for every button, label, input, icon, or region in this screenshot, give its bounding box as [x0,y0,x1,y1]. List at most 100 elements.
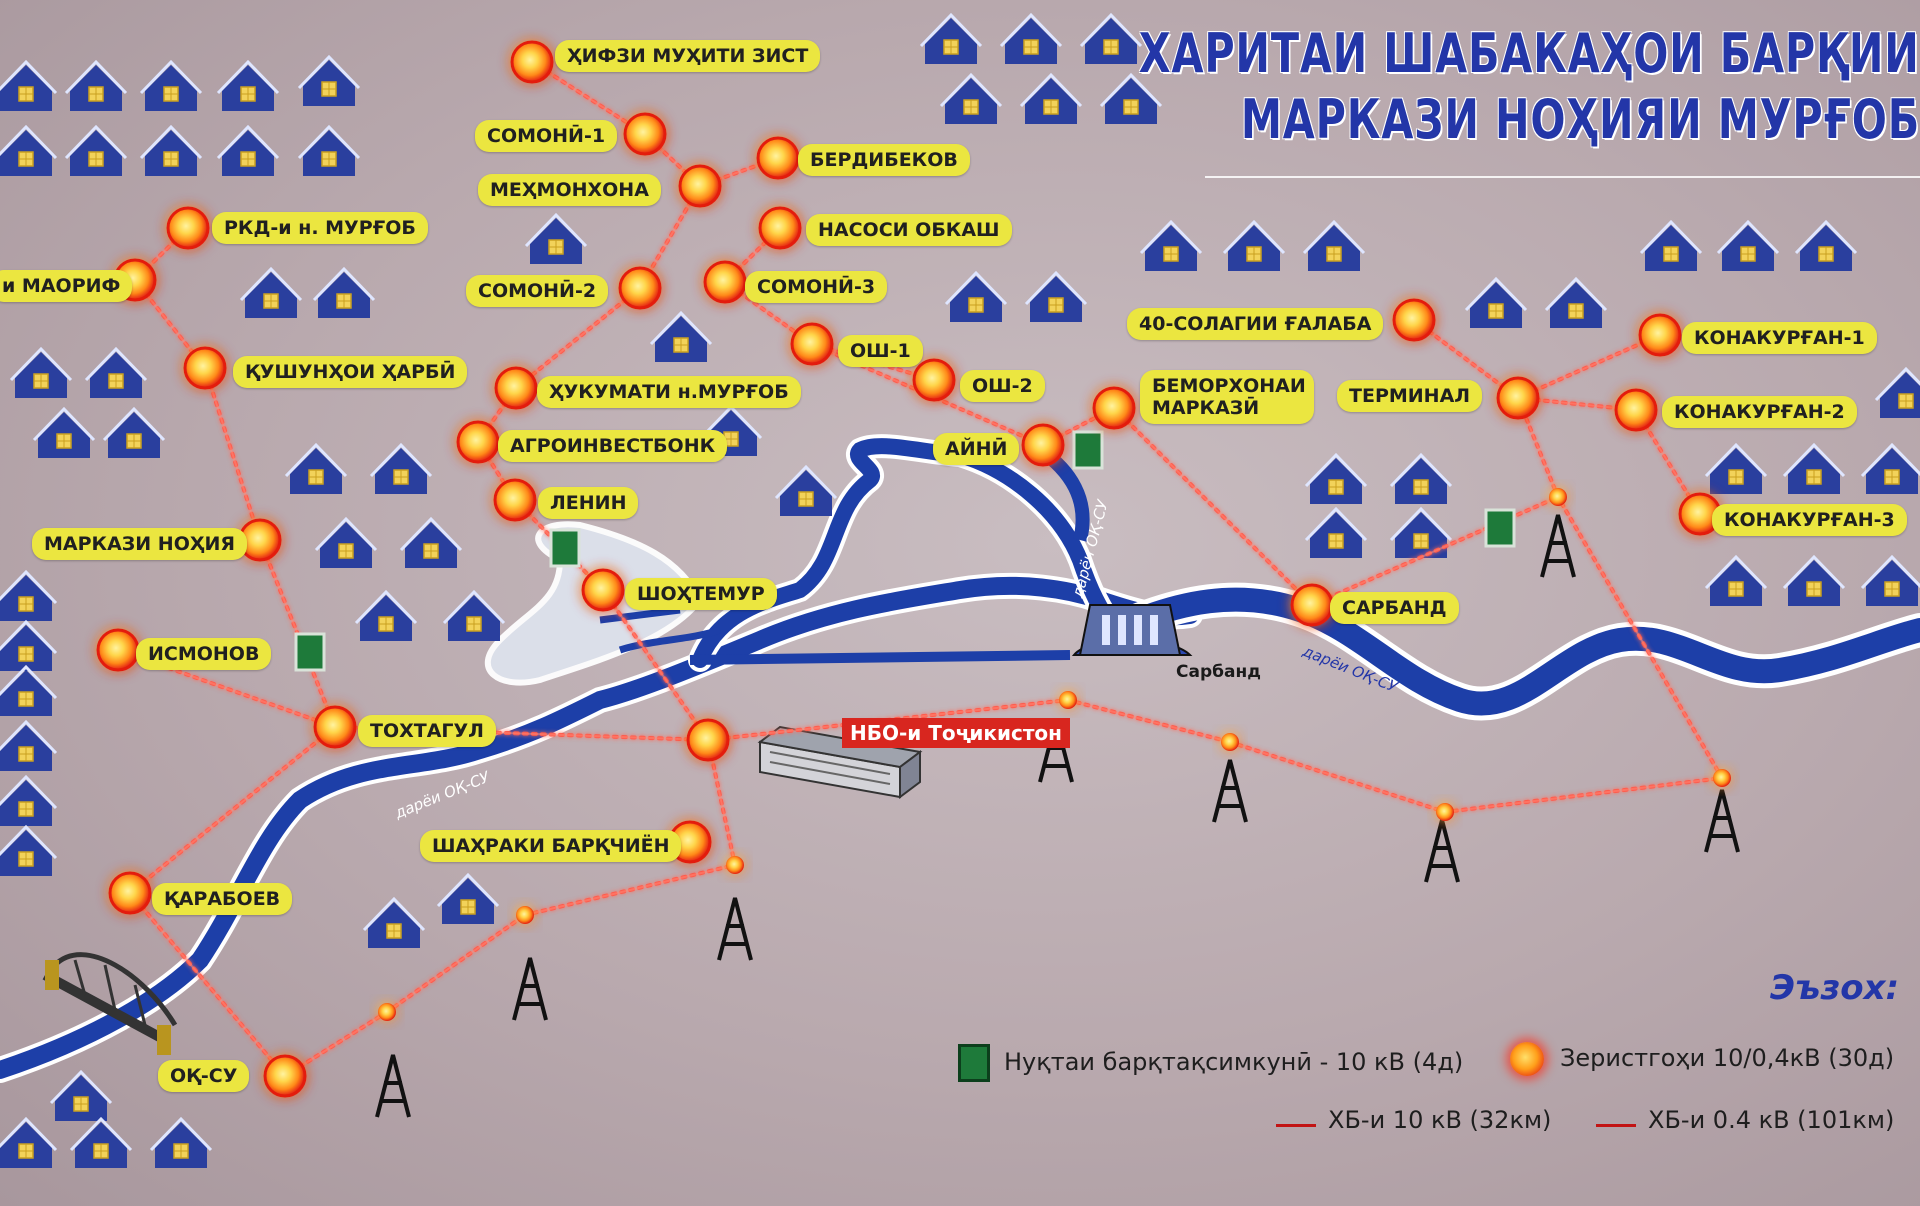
legend-line-04kv: ХБ-и 0.4 кВ (101км) [1648,1106,1895,1134]
label-qaraboev: ҚАРАБОЕВ [152,883,293,915]
house-icon [774,465,838,518]
transformer-node-kona1 [1638,313,1682,357]
house-icon [1024,271,1088,324]
house-icon [1464,277,1528,330]
house-icon [1782,443,1846,496]
house-icon [1794,220,1858,273]
house-icon [139,125,203,178]
legend-substation: Нуқтаи барқтақсимкунӣ - 10 кВ (4д) [1004,1048,1464,1076]
label-berdibekov: БЕРДИБЕКОВ [798,144,970,176]
transformer-node-qushun [183,346,227,390]
river-ok-su [0,434,1920,1083]
power-line-glow [515,287,641,389]
house-icon [0,825,58,878]
power-line-glow [1229,741,1446,813]
house-icon [0,620,58,673]
power-line-glow [204,367,261,541]
house-icon [1874,367,1920,420]
label-agro: АГРОИНВЕСТБОНК [498,430,728,462]
house-icon [297,125,361,178]
power-line-glow [1311,496,1559,606]
house-icon [239,267,303,320]
distribution-point-icon [294,632,326,672]
transformer-node-terminal [1496,376,1540,420]
house-icon [139,60,203,113]
house-icon [649,311,713,364]
label-hukumat: ҲУКУМАТИ н.МУРҒОБ [537,376,801,408]
house-icon [1860,443,1920,496]
house-icon [354,590,418,643]
house-icon [1389,507,1453,560]
transmission-tower-icon [717,896,753,962]
house-icon [944,271,1008,324]
house-icon [436,873,500,926]
transformer-node-osh1 [790,322,834,366]
transmission-tower-icon [1704,788,1740,854]
house-icon [1304,507,1368,560]
house-icon [0,1117,58,1170]
label-sarband-node: САРБАНД [1330,592,1459,624]
power-line-glow [531,61,646,135]
junction-dot [726,856,744,874]
house-icon [369,443,433,496]
distribution-points [294,430,1516,672]
label-ismonov: ИСМОНОВ [136,638,272,670]
label-nasosi-obkash: НАСОСИ ОБКАШ [806,214,1012,246]
junction-dot [1059,691,1077,709]
label-oq-su: ОҚ-СУ [158,1060,250,1092]
house-icon [64,125,128,178]
distribution-point-icon [1484,508,1516,548]
house-icon [1304,453,1368,506]
junction-dot [1436,803,1454,821]
label-tokhtagul: ТОХТАГУЛ [358,715,496,747]
house-icon [64,60,128,113]
label-hifzi: ҲИФЗИ МУҲИТИ ЗИСТ [555,40,821,72]
power-line-glow [1067,699,1231,743]
house-icon [0,720,58,773]
transformer-node-tokhtagul [313,705,357,749]
transformer-node-berdibekov [756,136,800,180]
house-icon [149,1117,213,1170]
house-icon [1079,13,1143,66]
power-line-glow [602,589,709,741]
transformer-node-lenin [493,478,537,522]
transmission-tower-icon [1540,513,1576,579]
power-line-glow [1113,407,1313,606]
house-icon [216,125,280,178]
transmission-tower-icon [375,1053,411,1119]
transformer-node-mehmonkhona [678,164,722,208]
house-icon [1782,555,1846,608]
transformer-node-shokhtemur [581,568,625,612]
label-maorif: и МАОРИФ [0,270,133,302]
house-icon [49,1070,113,1123]
house-icon [362,897,426,950]
house-icon [9,347,73,400]
house-icon [216,60,280,113]
house-icon [1716,220,1780,273]
house-icon [442,590,506,643]
transformer-node-bemor [1092,386,1136,430]
power-line-glow [1444,777,1723,813]
power-line-glow [1557,496,1723,779]
transformer-node-somoni2 [618,266,662,310]
house-icon [32,407,96,460]
transformer-node-kona2 [1614,388,1658,432]
house-icon [0,570,58,623]
label-somoni-3: СОМОНӢ-3 [745,271,888,303]
label-mehmonkhona: МЕҲМОНХОНА [478,174,661,206]
label-terminal: ТЕРМИНАЛ [1337,380,1483,412]
dam-icon [1071,604,1193,656]
house-icon [399,517,463,570]
house-icon [1389,453,1453,506]
junction-dot [516,906,534,924]
label-somoni-2: СОМОНӢ-2 [466,275,609,307]
distribution-point-icon [1072,430,1104,470]
transformer-node-ayni [1021,423,1065,467]
distribution-point-icon [958,1044,990,1082]
house-icon [999,13,1063,66]
transformer-nodes [96,40,1722,1098]
label-40-solagi: 40-СОЛАГИИ ҒАЛАБА [1127,308,1384,340]
transformer-node-icon [1510,1042,1544,1076]
house-icon [69,1117,133,1170]
